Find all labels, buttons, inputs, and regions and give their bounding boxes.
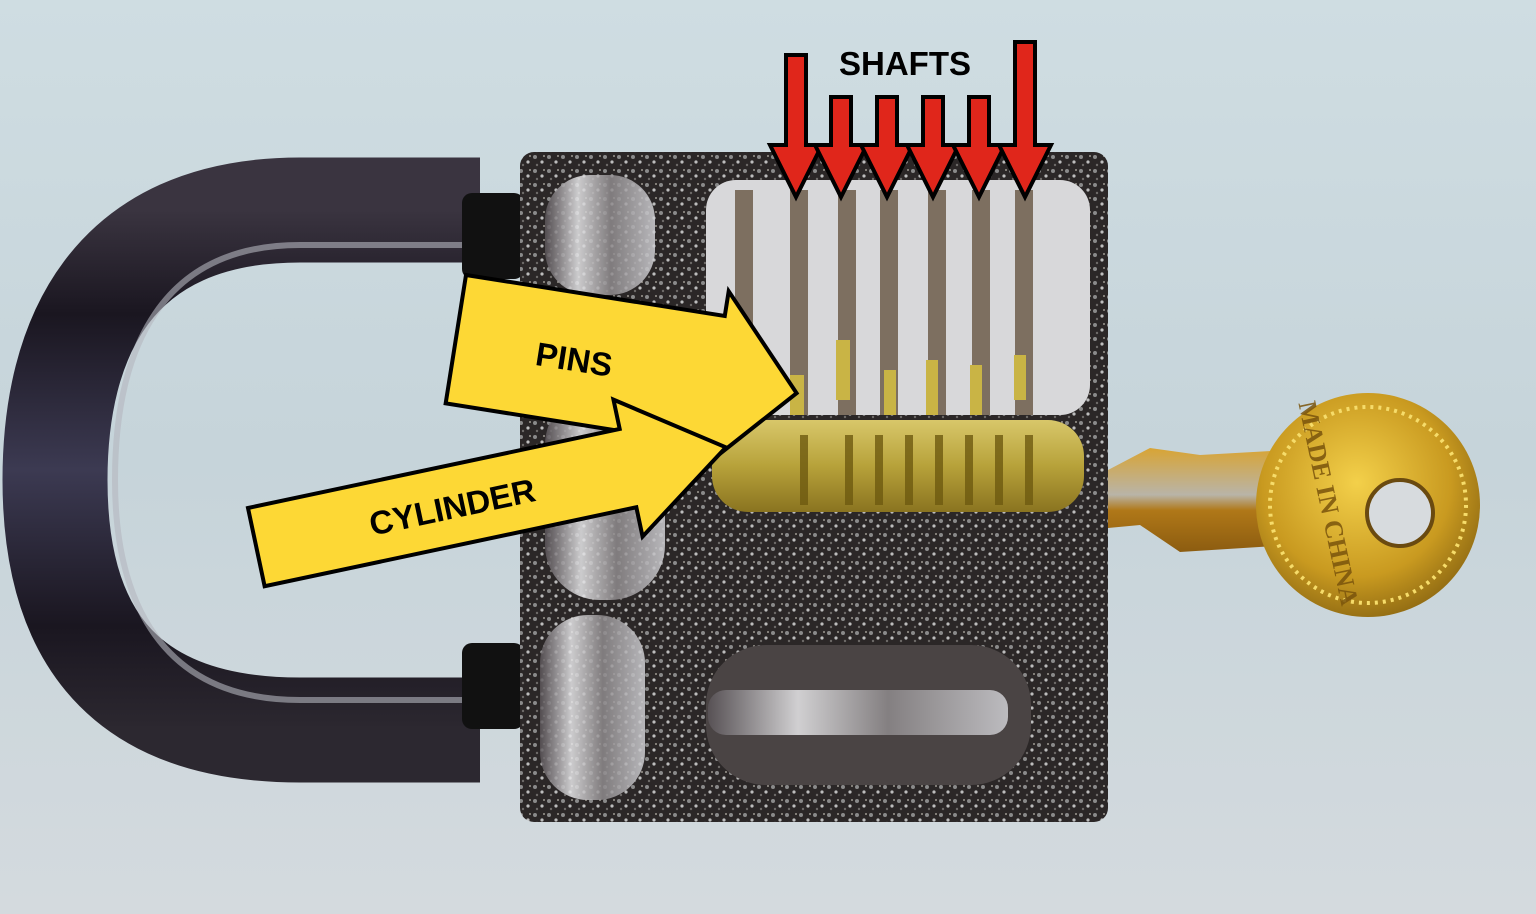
cylinder-annotation: CYLINDER [245, 396, 730, 589]
cylinder [712, 420, 1084, 512]
pin-chamber [706, 180, 1090, 415]
latch-chamber [706, 645, 1031, 785]
shackle [2, 157, 524, 783]
key-hole [1365, 478, 1435, 548]
pins-arrow-icon [443, 272, 800, 474]
cylinder-arrow-icon [245, 396, 730, 589]
shafts-label: SHAFTS [839, 45, 971, 82]
key: MADE IN CHINA [1108, 393, 1480, 617]
pins-annotation: PINS [443, 272, 800, 474]
shaft-arrow-icon [766, 40, 1055, 202]
shafts-annotation: SHAFTS [766, 40, 1055, 202]
